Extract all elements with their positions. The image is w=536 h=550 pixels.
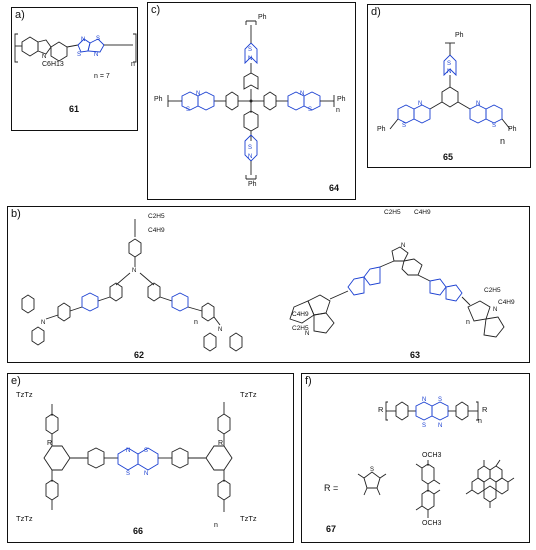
phenyl-top: Ph [455,32,464,39]
atom-s: S [447,61,451,67]
phenyl-left: Ph [377,126,386,133]
structure-62-63: N N N N N [21,219,505,352]
panel-b: b) N N N N N [7,206,530,363]
compound-number-62: 62 [134,350,145,360]
r-equals: R = [324,483,339,493]
atom-n: N [422,397,426,403]
alkyl-c4h9-right: C4H9 [498,299,515,306]
structure-64: S N S N N S N S [167,20,335,180]
atom-n: N [401,243,405,249]
compound-number-61: 61 [69,104,80,114]
structure-67: N S S N S [357,397,515,518]
atom-n: N [196,91,200,97]
atom-n: N [218,327,222,333]
atom-n: N [94,52,98,58]
atom-s: S [308,107,312,113]
subscript-n: n [214,522,218,529]
subscript-n: n [336,107,340,114]
panel-a: a) N S S N N C6H13 n = 7 n 61 [11,7,138,131]
repeat-count: n = 7 [94,73,110,80]
tztz-top-left: TzTz [16,390,33,399]
atom-s: S [186,107,190,113]
phenyl-right: Ph [337,96,346,103]
substituent-r: R [218,440,224,447]
substituent-hexyl: C6H13 [42,61,64,68]
tztz-bottom-right: TzTz [240,514,257,523]
atom-n: N [41,320,45,326]
substituent-r-left: R [378,405,384,414]
atom-n: N [300,91,304,97]
atom-s: S [438,397,442,403]
tztz-top-right: TzTz [240,390,257,399]
phenyl-top: Ph [258,14,267,21]
atom-n: N [305,331,309,337]
substituent-r: R [47,440,53,447]
compound-number-66: 66 [133,526,144,536]
compound-number-63: 63 [410,350,421,360]
subscript-n: n [131,61,135,68]
panel-a-label: a) [15,9,25,21]
structure-61: N S S N N [14,33,137,63]
phenyl-right: Ph [508,126,517,133]
subscript-n: n [500,136,506,146]
atom-n: N [81,37,85,43]
subscript-n-63: n [466,319,470,326]
atom-s: S [370,467,374,473]
atom-s: S [492,123,496,129]
panel-e-label: e) [11,375,21,387]
atom-n: N [476,101,480,107]
atom-n: N [418,101,422,107]
panel-c-label: c) [151,4,161,16]
atom-n: N [144,471,148,477]
atom-n: N [438,423,442,429]
substituent-r-right: R [482,405,488,414]
atom-n: N [447,69,451,75]
tztz-bottom-left: TzTz [16,514,33,523]
phenyl-left: Ph [154,96,163,103]
structure-66: N S S N [43,402,233,512]
alkyl-c2h5: C2H5 [148,213,165,220]
atom-n: N [42,54,46,60]
compound-number-67: 67 [326,524,337,534]
atom-s: S [422,423,426,429]
atom-s: S [126,471,130,477]
atom-n: N [126,448,130,454]
atom-s: S [248,145,252,151]
panel-c: c) S N S N N [147,2,356,200]
atom-s: S [77,52,81,58]
atom-n: N [248,56,252,62]
alkyl-c4h9: C4H9 [148,227,165,234]
subscript-n-62: n [194,319,198,326]
atom-n: N [132,268,136,274]
methoxy-top: OCH3 [422,452,442,459]
panel-d-label: d) [371,6,381,18]
atom-n: N [248,154,252,160]
compound-number-65: 65 [443,152,454,162]
atom-s: S [144,448,148,454]
atom-n: N [493,307,497,313]
compound-number-64: 64 [329,183,340,193]
structure-65: S N N S N S [389,42,511,130]
panel-d: d) S N N S N S Ph Ph Ph n 65 [367,4,531,168]
alkyl-c2h5-63: C2H5 [384,209,401,216]
panel-b-label: b) [11,208,21,220]
alkyl-c4h9-63: C4H9 [414,209,431,216]
panel-f: f) N S S N S [301,373,530,543]
alkyl-c2h5-left: C2H5 [292,325,309,332]
subscript-n: n [478,418,482,425]
atom-s: S [402,123,406,129]
methoxy-bottom: OCH3 [422,520,442,527]
alkyl-c2h5-right: C2H5 [484,287,501,294]
panel-f-label: f) [305,375,312,387]
atom-s: S [248,47,252,53]
phenyl-bottom: Ph [248,181,257,188]
panel-e: e) N S S N TzTz TzTz TzTz TzTz R R [7,373,294,543]
alkyl-c4h9-left: C4H9 [292,311,309,318]
atom-s: S [96,36,100,42]
